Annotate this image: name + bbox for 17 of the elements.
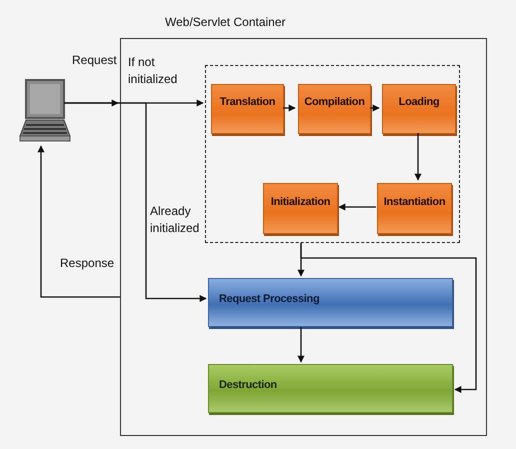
process-box: Request Processing [208,278,453,327]
arrow [338,204,376,210]
arrow [370,104,380,112]
process-box: Translation [211,84,284,134]
arrow [64,102,207,302]
process-box: Initialization [263,183,338,234]
arrow [414,133,422,181]
arrow [38,145,120,298]
laptop-icon [18,78,72,144]
process-box: Instantiation [377,183,452,234]
dashed-group-box [205,65,460,243]
arrow [283,104,296,112]
arrow [298,327,304,363]
process-box: Loading [382,84,456,134]
process-box: Compilation [298,84,371,134]
arrow [300,243,477,393]
process-box: Destruction [208,364,453,413]
